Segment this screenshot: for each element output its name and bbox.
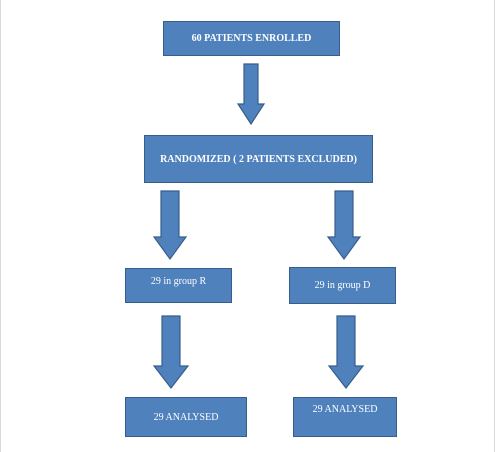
analysed-d-box: 29 ANALYSED bbox=[293, 397, 397, 437]
page-border-left bbox=[0, 0, 1, 452]
down-arrow-icon bbox=[326, 190, 362, 261]
analysed-d-label: 29 ANALYSED bbox=[312, 404, 378, 415]
randomized-label: RANDOMIZED ( 2 PATIENTS EXCLUDED) bbox=[160, 153, 357, 165]
randomized-box: RANDOMIZED ( 2 PATIENTS EXCLUDED) bbox=[144, 135, 373, 183]
analysed-r-box: 29 ANALYSED bbox=[125, 397, 247, 437]
page-border-right bbox=[494, 0, 495, 452]
group-d-box: 29 in group D bbox=[289, 267, 396, 304]
group-r-label: 29 in group R bbox=[150, 276, 207, 287]
down-arrow-icon bbox=[327, 315, 365, 389]
group-r-box: 29 in group R bbox=[125, 268, 232, 303]
enrolled-box: 60 PATIENTS ENROLLED bbox=[163, 21, 340, 56]
down-arrow-icon bbox=[236, 63, 266, 126]
enrolled-label: 60 PATIENTS ENROLLED bbox=[191, 33, 312, 44]
analysed-r-label: 29 ANALYSED bbox=[153, 411, 219, 423]
down-arrow-icon bbox=[152, 190, 188, 261]
down-arrow-icon bbox=[152, 315, 190, 389]
group-d-label: 29 in group D bbox=[314, 280, 371, 291]
